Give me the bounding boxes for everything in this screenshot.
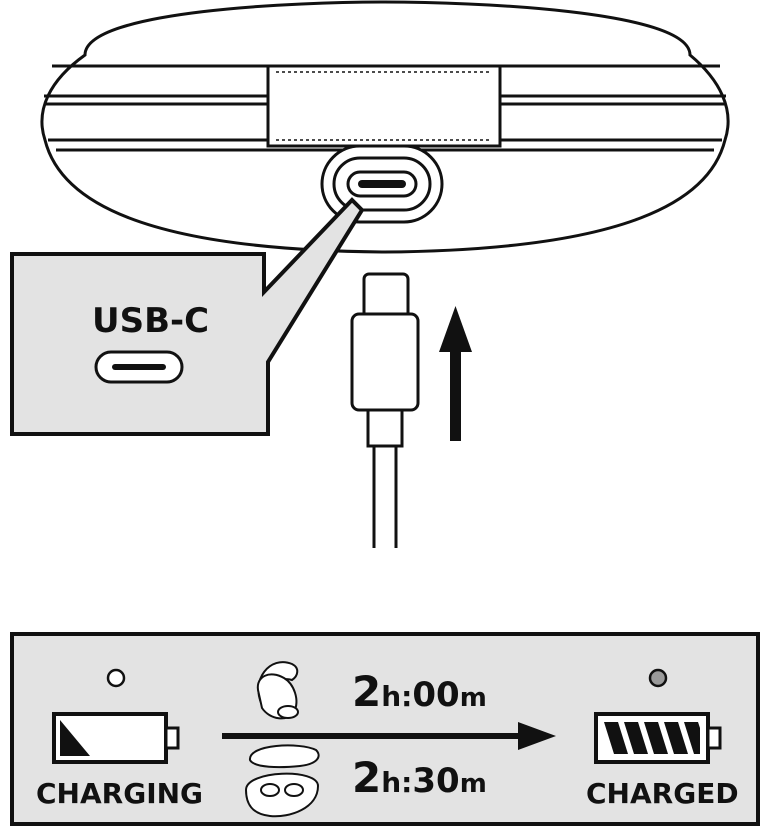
case-hinge: [266, 64, 502, 148]
earbud-icon: [256, 661, 299, 720]
charging-case: [40, 0, 730, 254]
charged-label: CHARGED: [586, 777, 739, 810]
callout-label: USB-C: [92, 301, 209, 341]
case-charge-time: 2h:30m: [352, 753, 487, 802]
charging-label: CHARGING: [36, 777, 203, 810]
earbud-hours-unit: h:: [381, 680, 412, 713]
usb-c-cable: [350, 272, 420, 548]
charged-led-icon: [648, 668, 668, 688]
usb-c-callout: USB-C: [10, 197, 365, 436]
charging-case-icon: [244, 744, 320, 818]
case-hours-unit: h:: [381, 766, 412, 799]
earbud-hours: 2: [352, 667, 381, 716]
case-hours: 2: [352, 753, 381, 802]
earbud-minutes-unit: m: [460, 683, 487, 713]
charging-status-panel: CHARGING 2h:00m 2h:30m: [10, 632, 760, 826]
case-minutes: 30: [412, 761, 459, 801]
case-minutes-unit: m: [460, 769, 487, 799]
earbud-charge-time: 2h:00m: [352, 667, 487, 716]
earbud-minutes: 00: [412, 675, 459, 715]
charging-led-icon: [106, 668, 126, 688]
insert-arrow: [439, 306, 472, 441]
low-battery-icon: [52, 712, 180, 764]
full-battery-icon: [594, 712, 722, 764]
